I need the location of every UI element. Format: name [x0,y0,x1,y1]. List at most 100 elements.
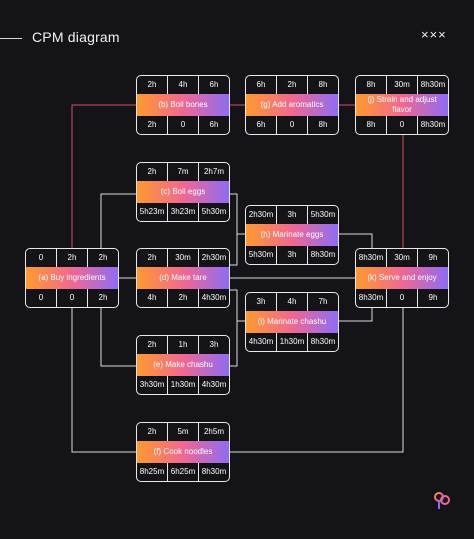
latest-start: 8h [366,120,376,129]
latest-finish: 2h [87,289,118,307]
critical-link-a-b [71,104,137,248]
node-top-row: 2h30m 3h 5h30m [246,206,338,224]
node-top-row: 2h 7m 2h7m [137,163,229,181]
earliest-finish: 2h [87,249,118,267]
activity-label: (k) Serve and enjoy [356,267,448,289]
latest-start: 3h30m [139,380,165,389]
slack: 3h23m [167,203,198,221]
activity-label: (e) Make chashu [137,354,229,376]
node-bottom-row: 3h30m 1h30m 4h30m [137,376,229,394]
latest-finish: 8h [307,116,338,134]
node-top-row: 2h 5m 2h5m [137,423,229,441]
node-bottom-row: 5h23m 3h23m 5h30m [137,203,229,221]
node-top-row: 2h 4h 6h [137,76,229,94]
node-top-row: 2h 30m 2h30m [137,249,229,267]
activity-label: (h) Marinate eggs [246,224,338,246]
node-top-row: 6h 2h 8h [246,76,338,94]
activity-node-c[interactable]: 2h 7m 2h7m (c) Boil eggs 5h23m 3h23m 5h3… [136,162,230,222]
node-bottom-row: 0 0 2h [26,289,118,307]
duration: 2h [276,76,307,94]
activity-node-k[interactable]: 8h30m 30m 9h (k) Serve and enjoy 8h30m 0… [355,248,449,308]
activity-node-i[interactable]: 3h 4h 7h (i) Marinate chashu 4h30m 1h30m… [245,292,339,352]
earliest-start: 2h [147,427,157,436]
earliest-finish: 5h30m [307,206,338,224]
node-bottom-row: 4h30m 1h30m 8h30m [246,333,338,351]
activity-node-h[interactable]: 2h30m 3h 5h30m (h) Marinate eggs 5h30m 3… [245,205,339,265]
slack: 1h30m [167,376,198,394]
activity-label: (d) Make tare [137,267,229,289]
link-d-i [230,289,246,322]
node-bottom-row: 8h30m 0 9h [356,289,448,307]
node-bottom-row: 4h 2h 4h30m [137,289,229,307]
page-title: CPM diagram [32,29,120,45]
link-i-k [339,307,373,322]
node-bottom-row: 5h30m 3h 8h30m [246,246,338,264]
latest-finish: 5h30m [198,203,229,221]
latest-finish: 9h [417,289,448,307]
latest-finish: 8h30m [417,116,448,134]
duration: 30m [167,249,198,267]
link-a-c [100,193,137,248]
node-bottom-row: 6h 0 8h [246,116,338,134]
node-top-row: 8h 30m 8h30m [356,76,448,94]
node-top-row: 0 2h 2h [26,249,118,267]
latest-start: 4h [147,293,157,302]
close-controls[interactable]: ××× [421,27,447,42]
duration: 4h [167,76,198,94]
link-c-h [230,193,246,235]
earliest-start: 3h [256,297,266,306]
header-line [0,38,22,39]
duration: 30m [386,249,417,267]
latest-start: 8h25m [139,467,165,476]
activity-label: (f) Cook noodles [137,441,229,463]
node-top-row: 3h 4h 7h [246,293,338,311]
earliest-finish: 2h7m [198,163,229,181]
latest-start: 6h [256,120,266,129]
activity-node-d[interactable]: 2h 30m 2h30m (d) Make tare 4h 2h 4h30m [136,248,230,308]
link-h-k [339,233,373,248]
earliest-start: 2h [147,340,157,349]
duration: 2h [56,249,87,267]
node-bottom-row: 8h25m 6h25m 8h30m [137,463,229,481]
activity-node-b[interactable]: 2h 4h 6h (b) Boil bones 2h 0 6h [136,75,230,135]
latest-finish: 4h30m [198,376,229,394]
duration: 1h [167,336,198,354]
slack: 0 [276,116,307,134]
slack: 0 [386,289,417,307]
slack: 0 [56,289,87,307]
earliest-start: 2h [147,80,157,89]
earliest-start: 8h [366,80,376,89]
activity-node-g[interactable]: 6h 2h 8h (g) Add aromatics 6h 0 8h [245,75,339,135]
node-top-row: 8h30m 30m 9h [356,249,448,267]
link-a-f [71,307,137,453]
activity-node-e[interactable]: 2h 1h 3h (e) Make chashu 3h30m 1h30m 4h3… [136,335,230,395]
latest-start: 2h [147,120,157,129]
link-f-k [230,307,404,453]
slack: 6h25m [167,463,198,481]
activity-node-a[interactable]: 0 2h 2h (a) Buy ingredients 0 0 2h [25,248,119,308]
latest-start: 4h30m [248,337,274,346]
activity-label: (j) Strain and adjust flavor [356,94,448,116]
earliest-start: 6h [256,80,266,89]
latest-start: 5h30m [248,250,274,259]
slack: 0 [386,116,417,134]
slack: 2h [167,289,198,307]
activity-node-f[interactable]: 2h 5m 2h5m (f) Cook noodles 8h25m 6h25m … [136,422,230,482]
latest-start: 8h30m [358,293,384,302]
slack: 1h30m [276,333,307,351]
activity-label: (b) Boil bones [137,94,229,116]
earliest-finish: 2h5m [198,423,229,441]
duration: 3h [276,206,307,224]
latest-finish: 8h30m [198,463,229,481]
node-bottom-row: 2h 0 6h [137,116,229,134]
activity-label: (g) Add aromatics [246,94,338,116]
earliest-start: 2h [147,253,157,262]
earliest-finish: 3h [198,336,229,354]
latest-finish: 6h [198,116,229,134]
earliest-finish: 7h [307,293,338,311]
earliest-start: 8h30m [358,253,384,262]
duration: 5m [167,423,198,441]
latest-finish: 8h30m [307,246,338,264]
activity-node-j[interactable]: 8h 30m 8h30m (j) Strain and adjust flavo… [355,75,449,135]
